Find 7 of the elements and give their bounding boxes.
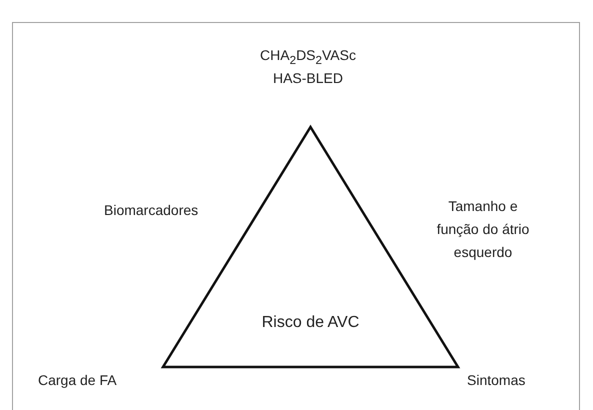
corner-label: Carga de FA: [38, 371, 117, 390]
corner-label: Sintomas: [467, 371, 526, 390]
corner-label: CHA$_{2}$DS$_{2}$VASc: [259, 46, 357, 69]
corner-label: Biomarcadores: [104, 201, 198, 220]
corner-label: HAS-BLED: [272, 69, 344, 88]
corner-label: Tamanho e função do átrio esquerdo: [436, 197, 530, 262]
node-label: Risco de AVC: [262, 314, 360, 332]
